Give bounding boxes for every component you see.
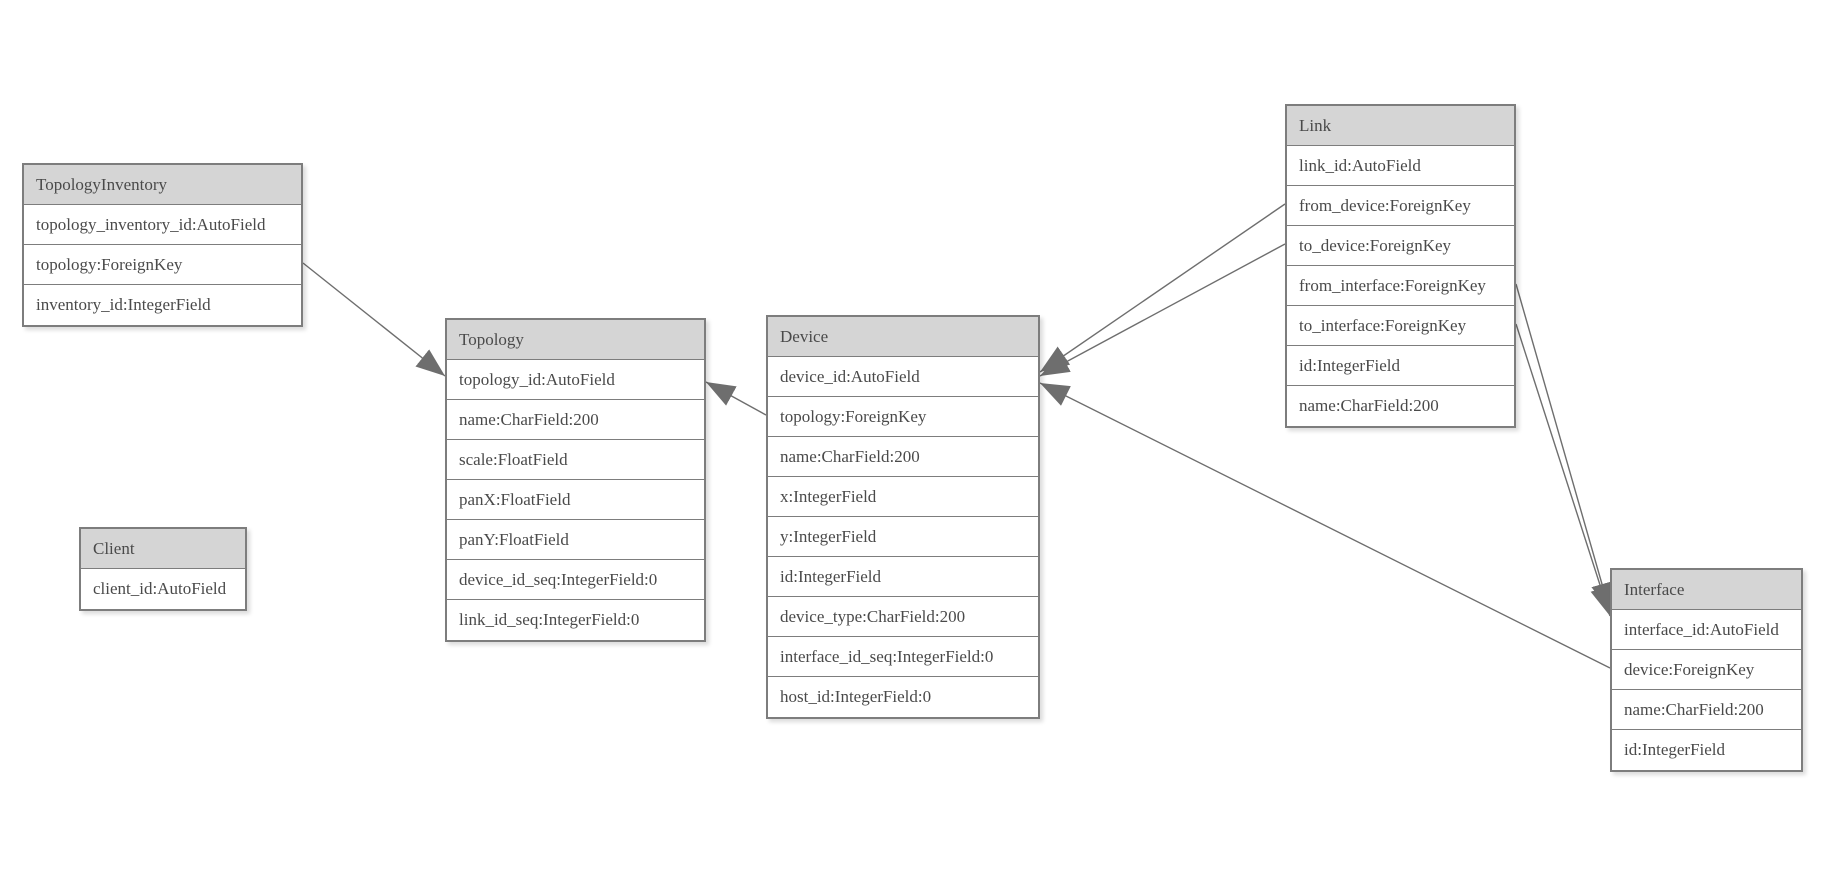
entity-field-row: client_id:AutoField <box>81 569 245 609</box>
entity-field-row: topology:ForeignKey <box>768 397 1038 437</box>
entity-field-row: to_device:ForeignKey <box>1287 226 1514 266</box>
entity-field-row: scale:FloatField <box>447 440 704 480</box>
entity-field-row: device_id:AutoField <box>768 357 1038 397</box>
entity-field-row: from_device:ForeignKey <box>1287 186 1514 226</box>
entity-field-row: link_id_seq:IntegerField:0 <box>447 600 704 640</box>
entity-field-row: device_type:CharField:200 <box>768 597 1038 637</box>
entity-field-row: topology_inventory_id:AutoField <box>24 205 301 245</box>
entity-field-row: name:CharField:200 <box>1612 690 1801 730</box>
entity-field-row: name:CharField:200 <box>447 400 704 440</box>
entity-field-row: from_interface:ForeignKey <box>1287 266 1514 306</box>
entity-field-row: interface_id:AutoField <box>1612 610 1801 650</box>
entity-field-row: panY:FloatField <box>447 520 704 560</box>
entity-header: Device <box>768 317 1038 357</box>
entity-header: Topology <box>447 320 704 360</box>
entity-field-row: name:CharField:200 <box>1287 386 1514 426</box>
entity-header: TopologyInventory <box>24 165 301 205</box>
entity-field-row: name:CharField:200 <box>768 437 1038 477</box>
entity-field-row: device:ForeignKey <box>1612 650 1801 690</box>
entity-field-row: interface_id_seq:IntegerField:0 <box>768 637 1038 677</box>
entity-field-row: id:IntegerField <box>1287 346 1514 386</box>
entity-field-row: panX:FloatField <box>447 480 704 520</box>
entity-header: Client <box>81 529 245 569</box>
entity-field-row: topology:ForeignKey <box>24 245 301 285</box>
relationship-link-to_interface-to-interface <box>1515 323 1612 617</box>
entity-field-row: id:IntegerField <box>768 557 1038 597</box>
relationship-link-from_interface-to-interface <box>1515 283 1613 613</box>
entity-field-row: x:IntegerField <box>768 477 1038 517</box>
entity-header: Link <box>1287 106 1514 146</box>
entity-field-row: link_id:AutoField <box>1287 146 1514 186</box>
entity-field-row: host_id:IntegerField:0 <box>768 677 1038 717</box>
entity-field-row: inventory_id:IntegerField <box>24 285 301 325</box>
entity-field-row: device_id_seq:IntegerField:0 <box>447 560 704 600</box>
relationship-interface-device-to-device <box>1039 382 1611 669</box>
relationship-link-from_device-to-device <box>1039 203 1286 373</box>
entity-field-row: id:IntegerField <box>1612 730 1801 770</box>
entity-field-row: y:IntegerField <box>768 517 1038 557</box>
relationship-link-to_device-to-device <box>1039 243 1286 377</box>
entity-field-row: topology_id:AutoField <box>447 360 704 400</box>
relationship-topologyinventory-topology-to-topology <box>302 262 446 377</box>
entity-header: Interface <box>1612 570 1801 610</box>
relationship-device-topology-to-topology <box>705 381 767 416</box>
entity-field-row: to_interface:ForeignKey <box>1287 306 1514 346</box>
